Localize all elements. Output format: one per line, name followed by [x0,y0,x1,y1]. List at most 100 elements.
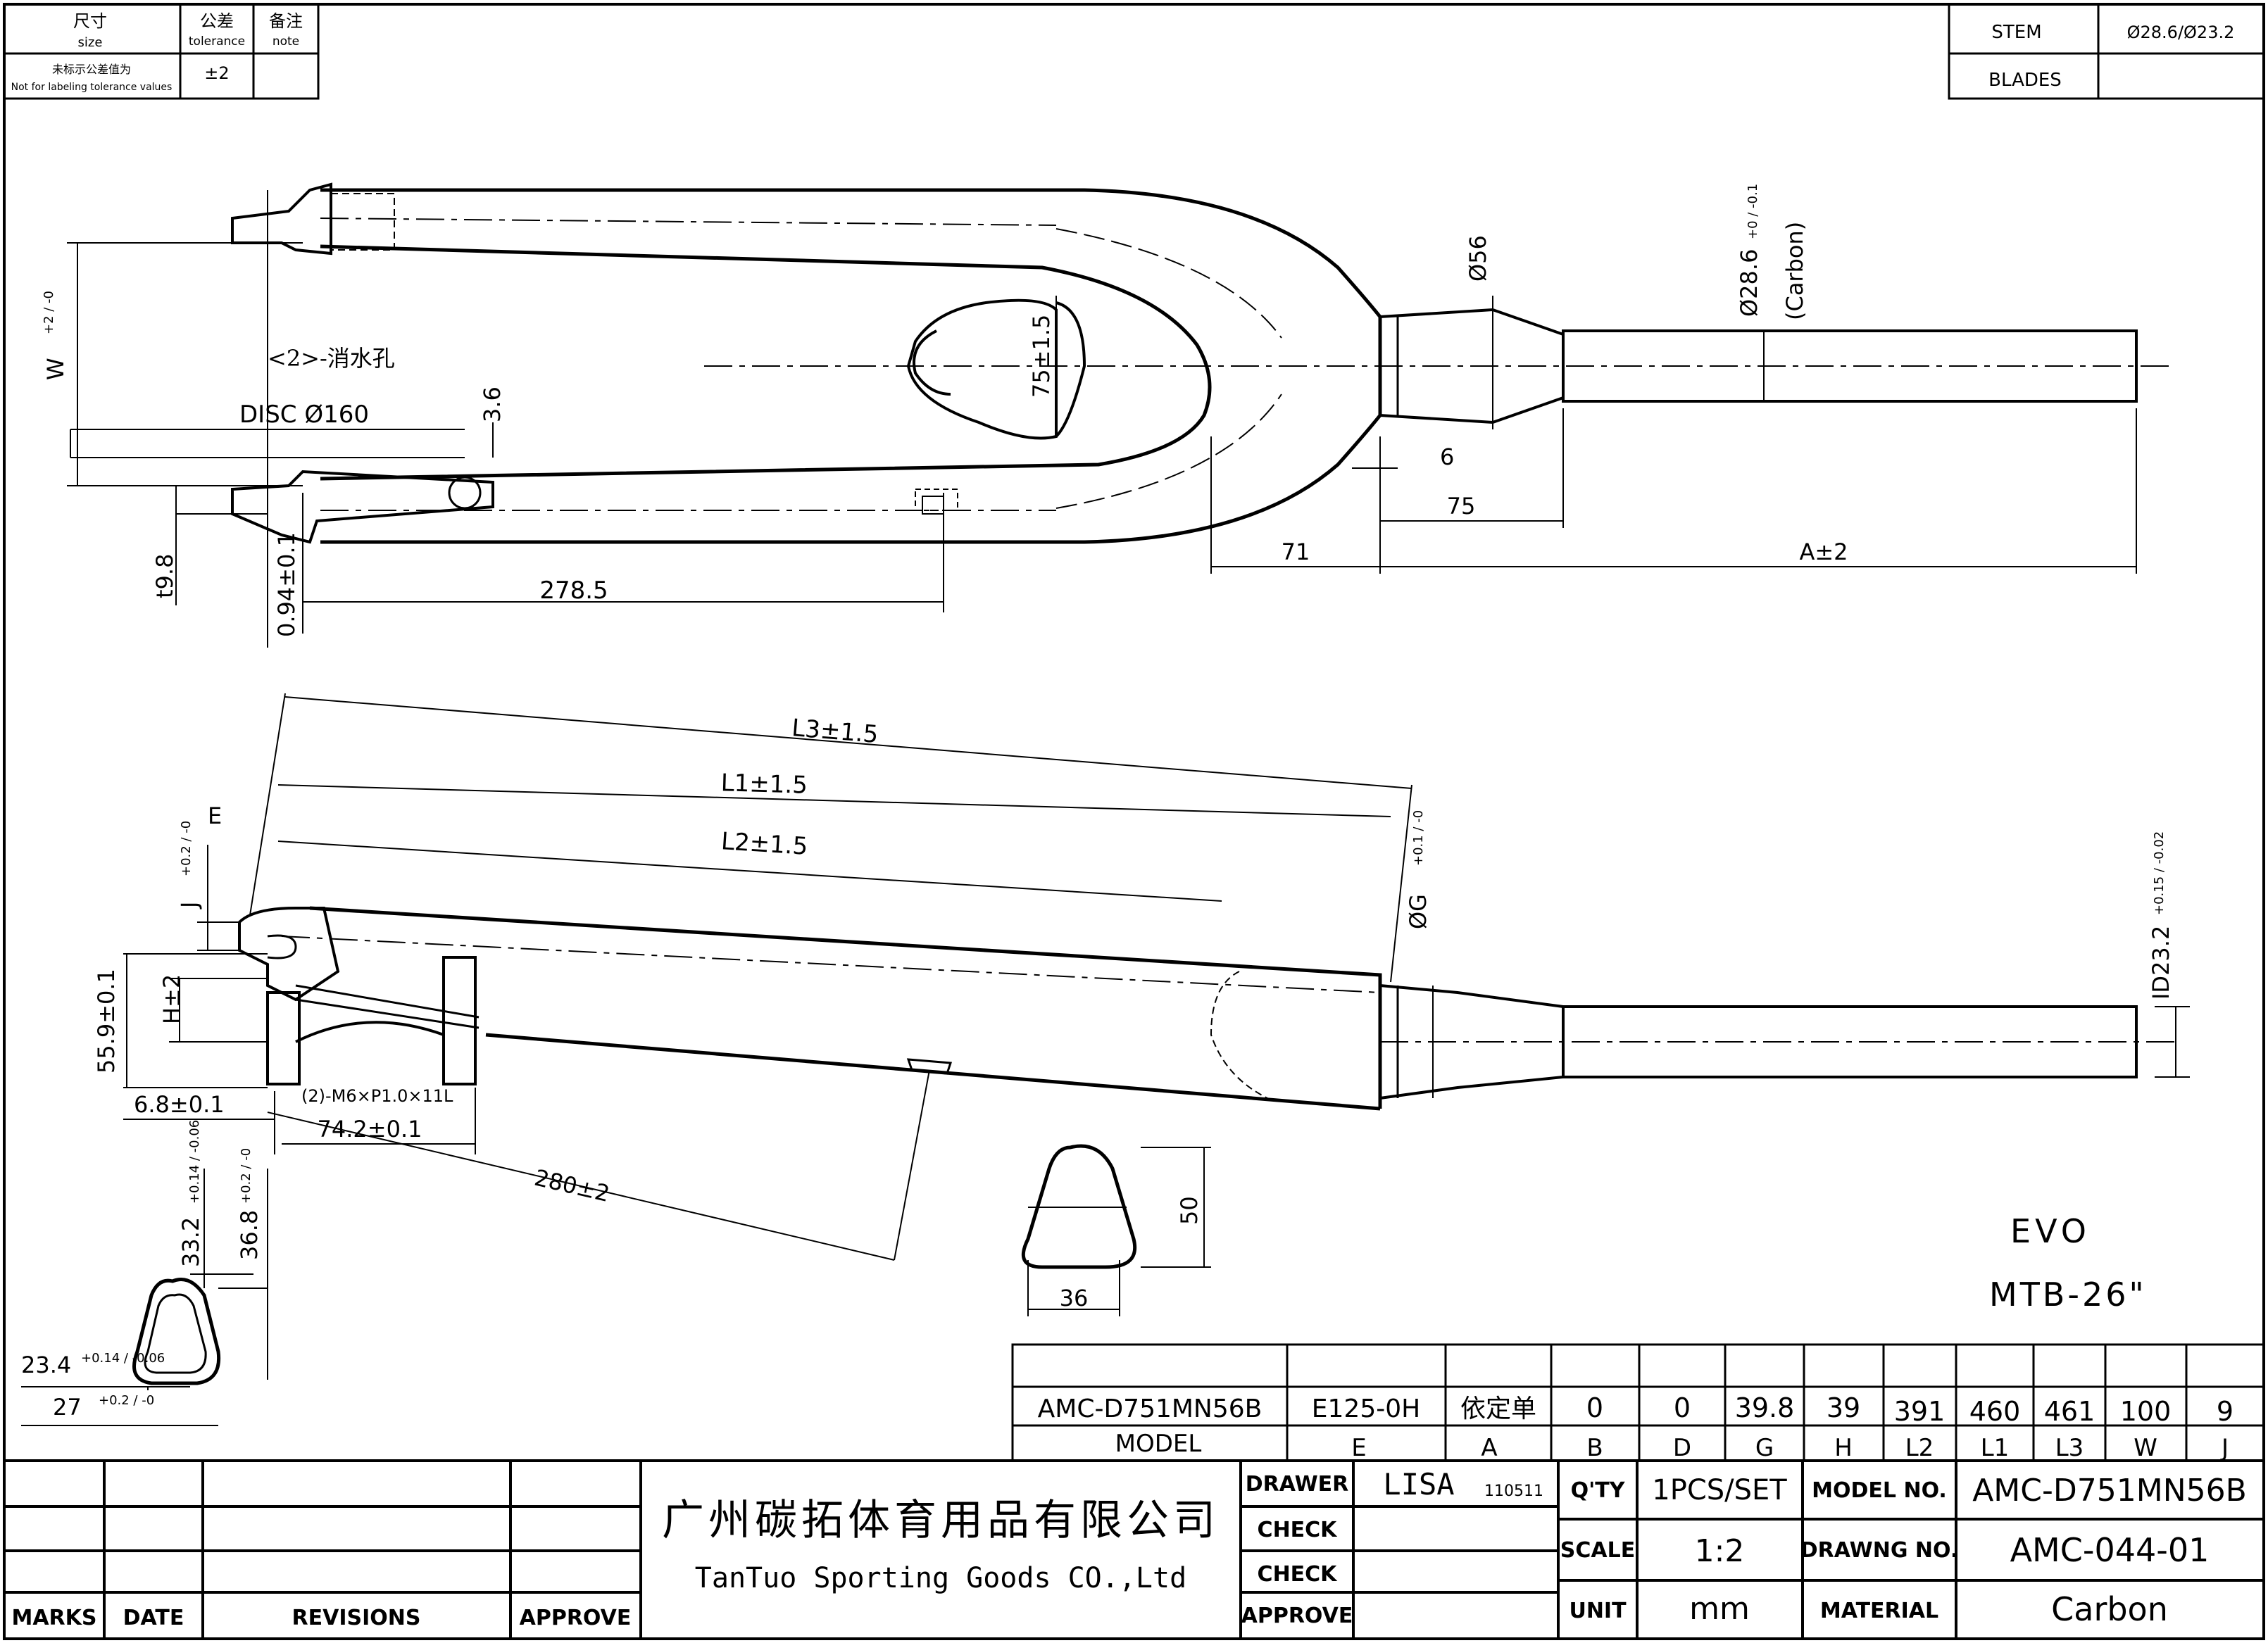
spec-header-l2: L2 [1905,1434,1934,1462]
dim-71: 71 [1282,539,1310,565]
untoleranced-en: Not for labeling tolerance values [11,82,173,93]
stem-value: Ø28.6/Ø23.2 [2127,23,2235,42]
tolerance-table [3,3,320,100]
spec-l2-value: 391 [1894,1396,1946,1427]
disc-label: DISC Ø160 [239,401,369,429]
dim-6: 6 [1440,443,1454,470]
size-en-label: size [78,35,103,50]
bolt-note: (2)-M6×P1.0×11L [301,1086,453,1106]
spec-table-values: AMC-D751MN56B E125-0H 依定单 0 0 39.8 39 39… [1038,1392,2233,1427]
post-mount-upper [442,956,477,1085]
spec-header-g: G [1755,1434,1774,1462]
spec-e-value: E125-0H [1312,1395,1420,1423]
size-cn-label: 尺寸 [73,11,107,31]
dim-j: J [176,902,203,909]
dim-27-tol: +0.2 / -0 [99,1393,154,1408]
dim-36-8-tol: +0.2 / -0 [239,1148,253,1204]
marks-header: MARKS [11,1606,96,1630]
dim-55-9: 55.9±0.1 [93,969,120,1074]
dim-h: H±2 [158,974,185,1024]
dim-0-94: 0.94±0.1 [273,532,300,637]
title-block-grid [3,1459,2265,1640]
spec-header-b: B [1586,1434,1603,1462]
dim-id-tol: +0.15 / -0.02 [2152,831,2167,915]
upper-blade-outline [320,188,1382,318]
unit-value: mm [1689,1591,1750,1627]
steerer-tube [1562,329,2138,403]
approve-label: APPROVE [1241,1604,1353,1628]
side-dimensions [21,693,2190,1426]
dim-9-8: t9.8 [151,554,178,598]
stem-table [1948,3,2265,100]
model-label-evo: EVO [2010,1212,2091,1250]
dim-id: ID23.2 [2148,926,2174,1000]
side-dropout [238,907,340,1002]
qty-value: 1PCS/SET [1652,1474,1787,1506]
lower-blade-outline [320,414,1382,544]
dim-g: ØG [1405,894,1431,929]
spec-j-value: 9 [2217,1396,2233,1427]
spec-model-value: AMC-D751MN56B [1038,1395,1263,1423]
top-dimensions [67,190,2137,648]
spec-w-value: 100 [2120,1396,2172,1427]
dim-j-tol: +0.2 / -0 [179,821,194,876]
dim-56: Ø56 [1465,235,1491,282]
dim-23-4-tol: +0.14 / -0.06 [81,1351,165,1366]
check-label-1: CHECK [1258,1518,1339,1542]
dim-33-2-tol: +0.14 / -0.06 [187,1120,202,1204]
scale-label: SCALE [1560,1538,1635,1563]
dim-50: 50 [1176,1196,1203,1225]
dim-w: W [42,358,69,380]
drawer-name: LISA [1383,1467,1454,1502]
spec-b-value: 0 [1586,1392,1603,1423]
model-no-label: MODEL NO. [1812,1478,1947,1503]
dim-l1: L1±1.5 [720,769,808,799]
dim-75: 75 [1447,493,1476,520]
blade-cross-sections [132,1144,1136,1385]
section-small-outer [132,1278,221,1385]
dim-g-tol: +0.1 / -0 [1411,810,1426,866]
approve-header: APPROVE [520,1606,632,1630]
dim-3-6: 3.6 [479,386,506,422]
spec-g-value: 39.8 [1735,1392,1795,1423]
drain-hole-label: <2>-消水孔 [268,345,395,372]
carbon-note: (Carbon) [1781,222,1808,320]
drawing-no-label: DRAWNG NO. [1800,1538,1959,1563]
spec-a-value: 依定单 [1460,1395,1536,1423]
dim-a: A±2 [1799,539,1848,565]
dim-23-4: 23.4 [21,1352,71,1378]
dim-w-tol: +2 / -0 [42,291,56,334]
dim-278-5: 278.5 [539,577,608,605]
model-label-mtb: MTB-26" [1989,1276,2147,1314]
drawer-label: DRAWER [1246,1472,1349,1497]
revisions-header: REVISIONS [292,1606,421,1630]
dim-28-6: Ø28.6 [1736,249,1762,317]
spec-header-w: W [2134,1434,2157,1462]
spec-d-value: 0 [1674,1392,1691,1423]
upper-blade-inner [320,244,1212,481]
spec-h-value: 39 [1827,1392,1860,1423]
dim-l2: L2±1.5 [720,827,808,861]
spec-table-grid [1011,1343,2265,1462]
tolerance-en-label: tolerance [189,34,245,49]
check-label-2: CHECK [1258,1562,1339,1587]
date-header: DATE [123,1606,184,1630]
dim-27: 27 [53,1394,82,1421]
scale-value: 1:2 [1695,1533,1745,1569]
note-en-label: note [272,34,299,49]
side-blade-upper [309,906,1382,1102]
material-label: MATERIAL [1820,1599,1938,1623]
fork-side-view [238,906,2176,1111]
model-no-value: AMC-D751MN56B [1972,1473,2247,1509]
dim-280: 280±2 [532,1164,612,1207]
note-cn-label: 备注 [269,11,303,31]
dim-74-2: 74.2±0.1 [318,1116,422,1142]
dim-75-15: 75±1.5 [1028,315,1055,398]
company-name-en: TanTuo Sporting Goods CO.,Ltd [695,1562,1186,1594]
spec-header-d: D [1673,1434,1691,1462]
drawing-no-value: AMC-044-01 [2010,1531,2210,1569]
dim-33-2: 33.2 [177,1217,204,1267]
tolerance-cn-label: 公差 [200,11,234,31]
material-value: Carbon [2051,1590,2168,1628]
